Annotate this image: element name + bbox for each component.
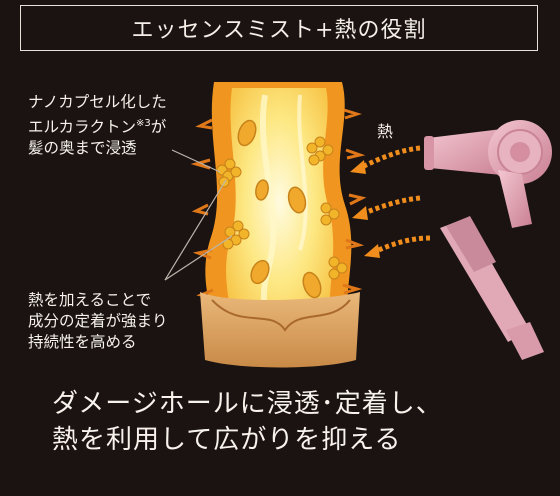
hair-dryer-icon: [424, 120, 552, 228]
label-capsule-penetration: ナノカプセル化した エルカラクトン※3が 髪の奥まで浸透: [28, 93, 167, 158]
heat-arrow-icon: [358, 145, 431, 255]
heat-arrow-heads: [350, 160, 380, 258]
capsule-ovals: [237, 119, 322, 299]
title-box: エッセンスミスト+熱の役割: [20, 5, 538, 51]
hair-strand-illustration: [190, 82, 367, 368]
heat-label: 熱: [377, 122, 394, 141]
capsule-clusters: [216, 136, 348, 280]
caption: ダメージホールに浸透･定着し、 熱を利用して広がりを抑える: [52, 389, 443, 455]
page-title: エッセンスミスト+熱の役割: [131, 18, 427, 43]
hair-iron-icon: [440, 216, 544, 360]
label-heat-fixation: 熱を加えることで 成分の定着が強まり 持続性を高める: [28, 291, 168, 351]
pointer-lines: [164, 149, 233, 281]
